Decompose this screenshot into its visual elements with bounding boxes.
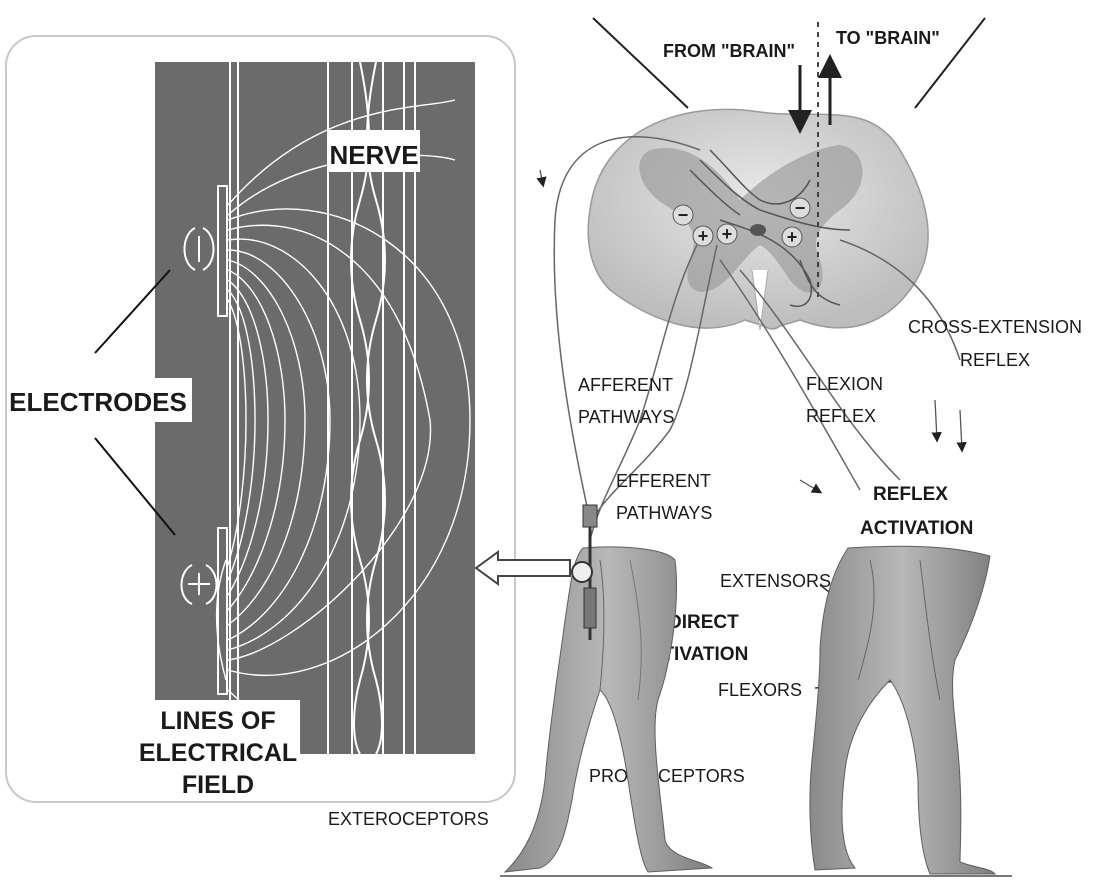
flexors-label: FLEXORS	[718, 680, 802, 700]
reflex-activation-line-2: ACTIVATION	[860, 518, 973, 539]
svg-text:+: +	[698, 226, 709, 246]
right-leg	[810, 546, 995, 874]
extensors-label: EXTENSORS	[720, 571, 831, 591]
lines-of-field-line-2: ELECTRICAL	[139, 739, 297, 767]
efferent-line-2: PATHWAYS	[616, 503, 712, 523]
left-leg	[505, 547, 712, 872]
to-brain-label: TO "BRAIN"	[836, 28, 940, 48]
negative-electrode-plate	[218, 186, 227, 316]
proprioceptors-label: PROPRICEPTORS	[589, 766, 745, 786]
exteroceptors-label: EXTEROCEPTORS	[328, 809, 489, 829]
svg-text:+: +	[722, 224, 733, 244]
efferent-line-1: EFFERENT	[616, 471, 711, 491]
from-brain-label: FROM "BRAIN"	[663, 41, 795, 61]
direct-activation-line-1: DIRECT	[668, 612, 739, 633]
svg-text:+: +	[787, 227, 798, 247]
lines-of-field-line-3: FIELD	[182, 771, 254, 799]
electric-field-panel: NERVE ELECTRODES LINES OF ELECTRICAL FIE…	[6, 36, 515, 802]
zoom-arrow-icon	[476, 552, 570, 584]
svg-text:−: −	[795, 198, 806, 218]
lines-of-field-line-1: LINES OF	[160, 707, 275, 735]
svg-text:−: −	[678, 205, 689, 225]
cross-extension-line-1: CROSS-EXTENSION	[908, 317, 1082, 337]
spinal-cord-illustration: FROM "BRAIN" TO "BRAIN" − + + − +	[500, 18, 1082, 876]
flexion-reflex-line-2: REFLEX	[806, 406, 876, 426]
flexion-reflex-line-1: FLEXION	[806, 374, 883, 394]
field-background	[155, 62, 475, 754]
nerve-label: NERVE	[329, 140, 418, 170]
reflex-activation-line-1: REFLEX	[873, 484, 948, 505]
afferent-line-1: AFFERENT	[578, 375, 673, 395]
afferent-line-2: PATHWAYS	[578, 407, 674, 427]
electrodes-label: ELECTRODES	[9, 387, 187, 417]
cross-extension-line-2: REFLEX	[960, 350, 1030, 370]
